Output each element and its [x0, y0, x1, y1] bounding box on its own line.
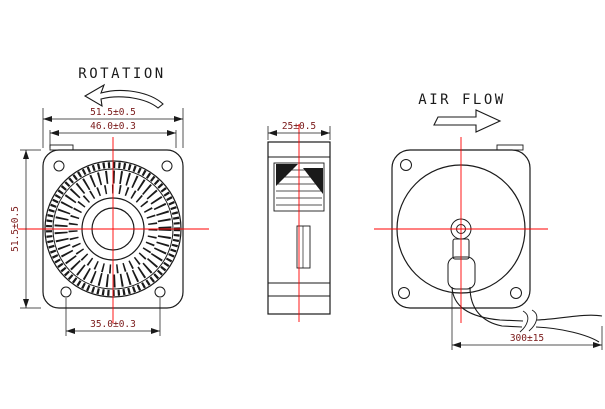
- mounting-hole: [161, 160, 173, 172]
- dim-front-hole-spacing: 35.0±0.3: [90, 319, 136, 330]
- mounting-hole: [53, 160, 65, 172]
- side-view-dimensions: [267, 126, 331, 140]
- mounting-hole: [154, 286, 166, 298]
- mounting-hole: [60, 286, 72, 298]
- mounting-hole: [398, 287, 410, 299]
- front-view-dimensions: [20, 108, 184, 336]
- mounting-hole: [400, 159, 412, 171]
- blade-shadow: [276, 164, 298, 186]
- front-view: 51.5±0.5 46.0±0.3 51.5±0.5 35.0±0.3: [10, 107, 209, 336]
- centerlines: [374, 137, 548, 323]
- top-tab: [496, 144, 524, 151]
- air-flow-arrow-icon: [433, 109, 502, 133]
- mounting-hole: [510, 287, 522, 299]
- centerlines: [18, 137, 209, 323]
- air-flow-annotation: AIR FLOW: [418, 92, 505, 133]
- side-slot: [296, 225, 311, 269]
- rotation-arrow-icon: [83, 83, 164, 109]
- dim-cable-length: 300±15: [510, 333, 544, 344]
- air-flow-label: AIR FLOW: [418, 92, 505, 108]
- cable: [451, 286, 603, 343]
- cable-wire: [535, 326, 600, 343]
- dim-front-overall-width: 51.5±0.5: [90, 107, 136, 118]
- rear-view-dimensions: [451, 293, 603, 350]
- cable-wire: [451, 286, 524, 322]
- top-tab: [49, 144, 74, 151]
- dim-side-depth: 25±0.5: [282, 121, 316, 132]
- cable-break-symbol: [519, 310, 529, 333]
- cable-wire: [469, 286, 523, 328]
- rotation-label: ROTATION: [78, 66, 165, 82]
- rear-view: 300±15: [374, 137, 603, 350]
- rotation-annotation: ROTATION: [78, 66, 165, 109]
- side-view: 25±0.5: [267, 121, 331, 322]
- cable-break-symbol: [528, 309, 538, 332]
- cable-gland: [447, 256, 476, 290]
- dim-front-overall-height: 51.5±0.5: [10, 206, 21, 252]
- blade-shadow: [303, 168, 323, 194]
- dim-front-body-width: 46.0±0.3: [90, 121, 136, 132]
- cable-wire: [536, 314, 603, 321]
